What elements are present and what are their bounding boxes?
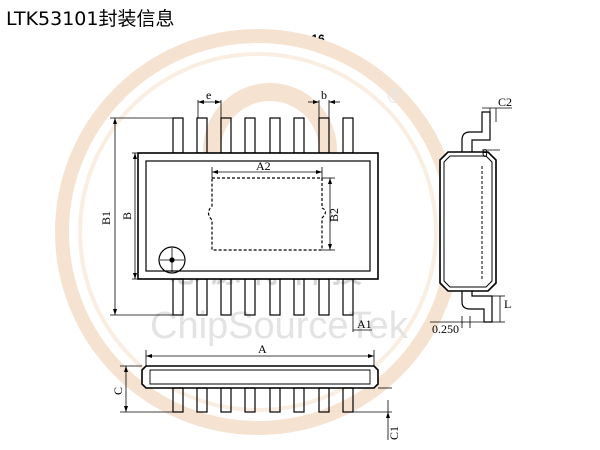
- label-b1: B1: [99, 211, 113, 225]
- watermark-english: ChipSourceTek: [150, 305, 409, 347]
- label-angle: θ: [482, 146, 488, 160]
- front-view-body: [141, 365, 379, 389]
- label-c1: C1: [387, 426, 401, 440]
- label-c: C: [111, 387, 125, 395]
- label-b: b: [321, 88, 327, 102]
- side-view-end: [430, 107, 512, 328]
- pin1-marker: [158, 246, 186, 274]
- label-e: e: [206, 88, 211, 102]
- page-title: LTK53101封装信息: [6, 8, 175, 30]
- watermark-registered: ®: [385, 84, 405, 108]
- package-body-inner: [145, 160, 371, 272]
- side-view-front: [120, 350, 392, 440]
- end-view-top-lead: [461, 111, 491, 152]
- label-l: L: [504, 297, 511, 311]
- top-view: [110, 100, 379, 332]
- label-b-body: B: [120, 212, 134, 220]
- label-a: A: [258, 342, 267, 356]
- front-view-leads: [172, 387, 354, 413]
- watermark-inner-ring: [78, 52, 438, 412]
- end-view-bottom-lead: [461, 291, 493, 323]
- exposed-pad-outline: [207, 177, 327, 251]
- label-c2: C2: [498, 95, 512, 109]
- package-body-outline: [137, 152, 379, 280]
- label-a2: A2: [256, 159, 271, 173]
- label-b2: B2: [327, 208, 341, 222]
- label-lead-thickness: 0.250: [432, 322, 459, 336]
- label-a1: A1: [357, 317, 372, 331]
- end-view-body: [439, 151, 497, 292]
